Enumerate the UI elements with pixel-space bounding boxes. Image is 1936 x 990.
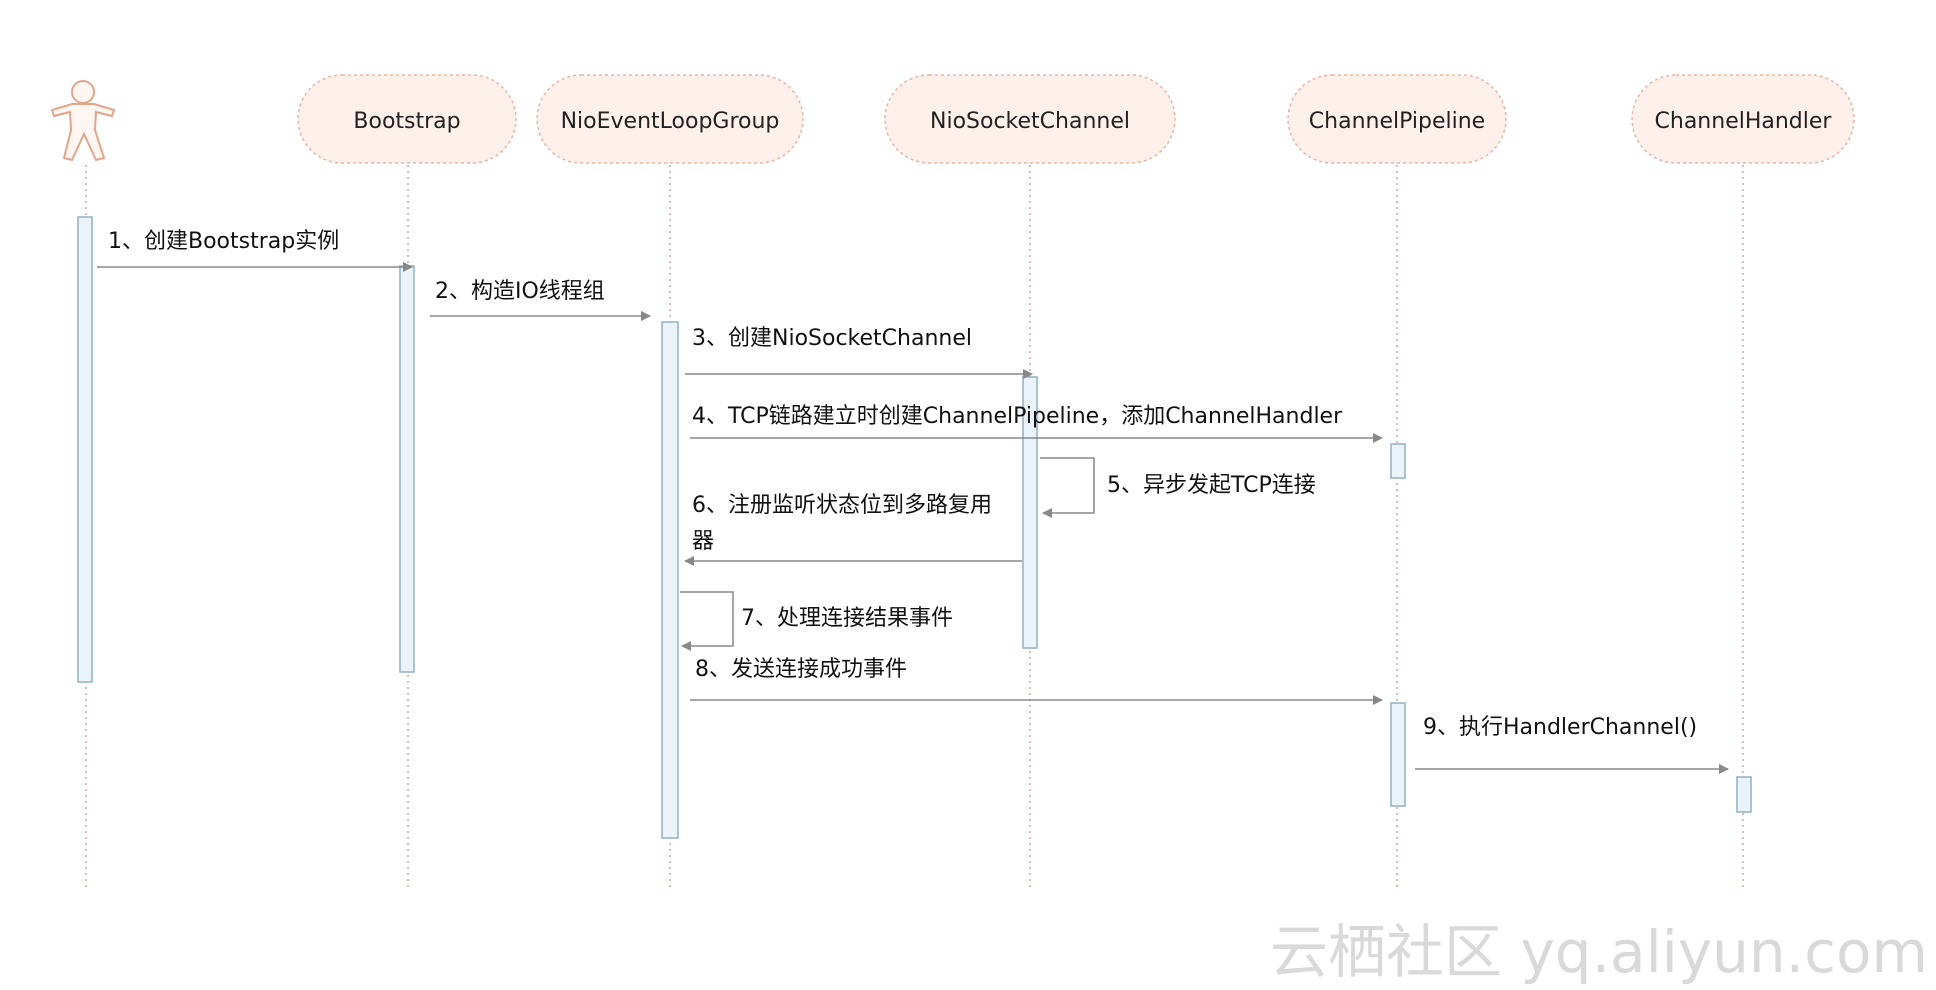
participant-box [1631,74,1855,164]
participant-box [884,74,1176,164]
activation-bar-channel-handler [1736,776,1752,813]
message-label-3: 3、创建NioSocketChannel [692,326,972,351]
message-arrow-5 [1040,457,1095,518]
participant-label: NioSocketChannel [930,109,1130,134]
participant-channel-handler: ChannelHandler [1631,74,1855,164]
message-label-5: 5、异步发起TCP连接 [1107,473,1316,498]
participant-nio-socket-channel: NioSocketChannel [884,74,1176,164]
message-label-9: 9、执行HandlerChannel() [1423,715,1697,740]
activation-bar-actor [77,216,93,683]
activation-bar-nio-event-loop-group [661,321,679,839]
participant-box [297,74,517,164]
participant-channel-pipeline: ChannelPipeline [1287,74,1507,164]
participant-label: NioEventLoopGroup [561,109,780,134]
message-label-1: 1、创建Bootstrap实例 [108,229,339,254]
activation-bar-bootstrap [399,265,415,673]
participant-label: ChannelPipeline [1309,109,1485,134]
participant-box [536,74,804,164]
message-label-6-line-2: 器 [692,529,714,554]
message-label-2: 2、构造IO线程组 [435,279,605,304]
participant-bootstrap: Bootstrap [297,74,517,164]
message-label-4: 4、TCP链路建立时创建ChannelPipeline，添加ChannelHan… [692,404,1343,429]
participant-box [1287,74,1507,164]
message-arrow-7 [680,591,734,651]
message-label-7: 7、处理连接结果事件 [741,606,953,631]
participant-label: Bootstrap [353,109,460,134]
participant-label: ChannelHandler [1655,109,1833,134]
participant-nio-event-loop-group: NioEventLoopGroup [536,74,804,164]
stick-figure-icon [50,80,116,162]
message-label-8: 8、发送连接成功事件 [695,657,907,682]
activation-bar-channel-pipeline-2 [1390,702,1406,807]
watermark: 云栖社区 yq.aliyun.com [1270,918,1928,986]
activation-bar-channel-pipeline-1 [1390,443,1406,479]
message-label-6-line-1: 6、注册监听状态位到多路复用 [692,493,992,518]
